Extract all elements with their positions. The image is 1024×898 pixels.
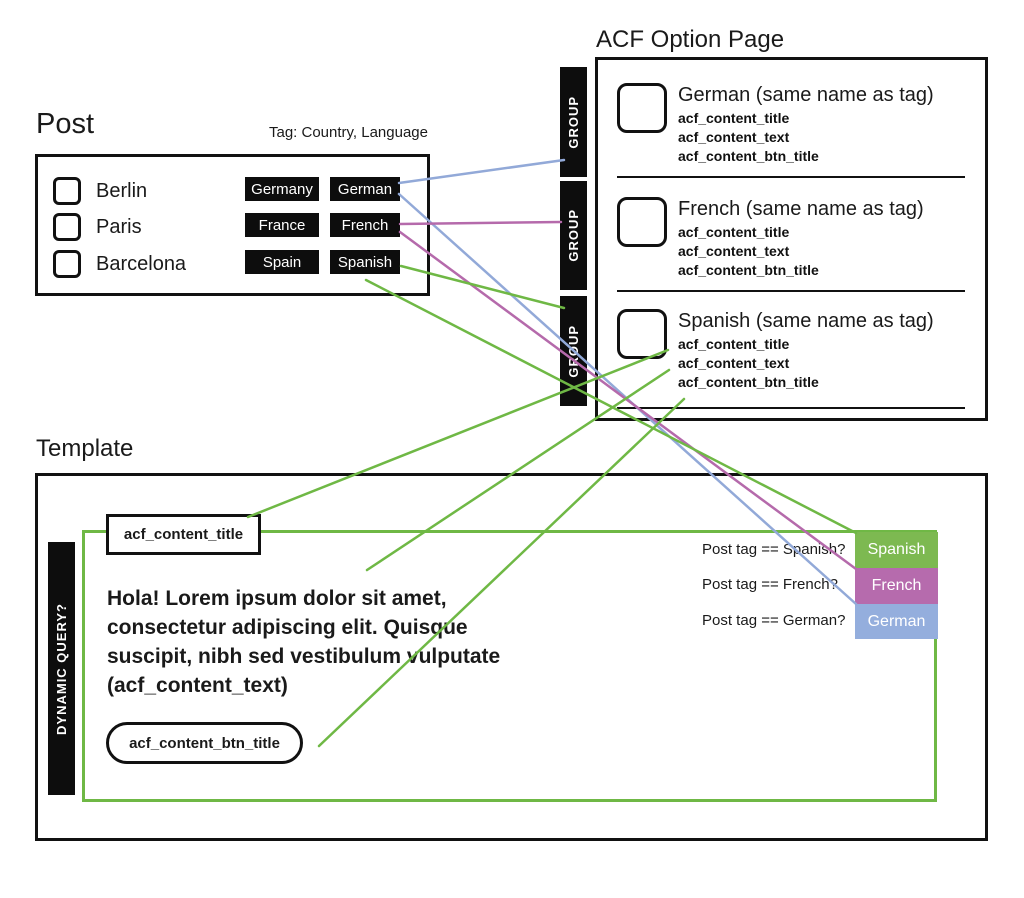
tag-spanish: Spanish bbox=[330, 250, 400, 274]
acf-heading-german: German (same name as tag) bbox=[678, 84, 934, 106]
template-body-line-4: (acf_content_text) bbox=[107, 674, 288, 697]
tag-spain: Spain bbox=[245, 250, 319, 274]
acf-field-german-btn: acf_content_btn_title bbox=[678, 148, 819, 164]
acf-field-german-text: acf_content_text bbox=[678, 129, 790, 145]
acf-checkbox-german bbox=[617, 83, 667, 133]
template-body-line-3: suscipit, nibh sed vestibulum vulputate bbox=[107, 645, 501, 668]
template-title-field-label: acf_content_title bbox=[123, 526, 244, 543]
acf-fields-german: acf_content_title acf_content_text acf_c… bbox=[678, 109, 819, 166]
tag-german: German bbox=[330, 177, 400, 201]
post-panel-title: Post bbox=[36, 108, 95, 140]
group-bar-1-label: GROUP bbox=[566, 95, 581, 149]
template-body-line-1: Hola! Lorem ipsum dolor sit amet, bbox=[107, 587, 447, 610]
group-bar-3: GROUP bbox=[560, 296, 587, 406]
checkbox-paris bbox=[53, 213, 81, 241]
group-bar-2: GROUP bbox=[560, 181, 587, 290]
acf-checkbox-spanish bbox=[617, 309, 667, 359]
acf-field-spanish-text: acf_content_text bbox=[678, 355, 790, 371]
tag-france: France bbox=[245, 213, 319, 237]
template-title-field-box: acf_content_title bbox=[106, 514, 261, 555]
condition-result-spanish: Spanish bbox=[855, 532, 938, 568]
acf-divider-3 bbox=[617, 407, 965, 409]
acf-field-french-btn: acf_content_btn_title bbox=[678, 262, 819, 278]
city-label-paris: Paris bbox=[96, 216, 142, 238]
condition-question-german: Post tag == German? bbox=[702, 612, 846, 629]
acf-heading-spanish: Spanish (same name as tag) bbox=[678, 310, 934, 332]
template-button-pill: acf_content_btn_title bbox=[106, 722, 303, 764]
acf-checkbox-french bbox=[617, 197, 667, 247]
acf-field-spanish-title: acf_content_title bbox=[678, 336, 790, 352]
dynamic-query-label: DYNAMIC QUERY? bbox=[54, 602, 69, 735]
group-bar-1: GROUP bbox=[560, 67, 587, 177]
acf-heading-french: French (same name as tag) bbox=[678, 198, 924, 220]
group-bar-2-label: GROUP bbox=[566, 209, 581, 262]
condition-question-spanish: Post tag == Spanish? bbox=[702, 541, 846, 558]
checkbox-barcelona bbox=[53, 250, 81, 278]
city-label-berlin: Berlin bbox=[96, 180, 148, 202]
group-bar-3-label: GROUP bbox=[566, 324, 581, 378]
acf-field-spanish-btn: acf_content_btn_title bbox=[678, 374, 819, 390]
condition-result-french: French bbox=[855, 568, 938, 604]
acf-fields-french: acf_content_title acf_content_text acf_c… bbox=[678, 223, 819, 280]
template-panel-title: Template bbox=[36, 435, 134, 462]
acf-field-french-title: acf_content_title bbox=[678, 224, 790, 240]
template-body-line-2: consectetur adipiscing elit. Quisque bbox=[107, 616, 468, 639]
tag-french: French bbox=[330, 213, 400, 237]
template-button-label: acf_content_btn_title bbox=[129, 734, 280, 752]
acf-panel-title: ACF Option Page bbox=[596, 26, 785, 53]
dynamic-query-bar: DYNAMIC QUERY? bbox=[48, 542, 75, 795]
post-tag-note: Tag: Country, Language bbox=[268, 124, 428, 141]
condition-result-german: German bbox=[855, 604, 938, 639]
acf-field-german-title: acf_content_title bbox=[678, 110, 790, 126]
city-label-barcelona: Barcelona bbox=[96, 253, 187, 275]
acf-divider-2 bbox=[617, 290, 965, 292]
tag-germany: Germany bbox=[245, 177, 319, 201]
acf-fields-spanish: acf_content_title acf_content_text acf_c… bbox=[678, 335, 819, 392]
acf-divider-1 bbox=[617, 176, 965, 178]
acf-field-french-text: acf_content_text bbox=[678, 243, 790, 259]
condition-question-french: Post tag == French? bbox=[702, 576, 838, 593]
checkbox-berlin bbox=[53, 177, 81, 205]
template-body-text: Hola! Lorem ipsum dolor sit amet, consec… bbox=[107, 584, 500, 700]
